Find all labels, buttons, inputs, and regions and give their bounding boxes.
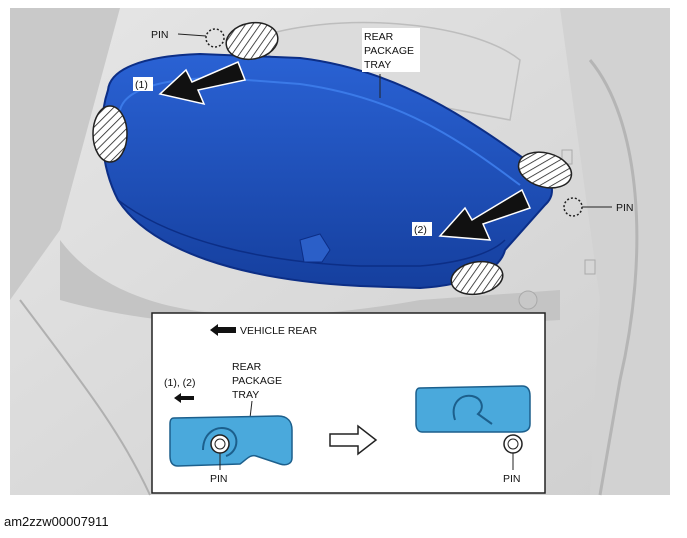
pin-inset-right [503,434,523,454]
step-1-label: (1) [135,79,148,91]
arrow-step-1 [158,61,247,106]
vehicle-rear-arrow-icon [210,324,236,336]
pin-inset-left [210,434,230,454]
pin-label-right: PIN [616,202,634,214]
hold-area-left [92,105,128,163]
hold-area-right [517,151,573,189]
inset-tray-label-line2: PACKAGE [232,375,282,387]
step-2-label: (2) [414,224,427,236]
steps-combined-label: (1), (2) [164,377,196,389]
pin-label-inset-left: PIN [210,473,228,485]
hold-area-top [225,21,279,61]
rear-package-tray [101,52,553,290]
pin-label-top: PIN [151,29,169,41]
inset-tray-label-line3: TRAY [232,389,259,401]
tray-bracket-after [415,385,531,433]
document-id: am2zzw00007911 [4,514,109,529]
transition-arrow-icon [329,424,378,456]
pin-label-inset-right: PIN [503,473,521,485]
inset-tray-label-line1: REAR [232,361,262,373]
hold-area-bottom [450,260,504,296]
pin-top-marker [205,28,225,48]
tray-label-line1: REAR [364,31,394,43]
tray-bracket-before [169,415,293,467]
direction-arrow-icon [174,393,194,403]
tray-label-line3: TRAY [364,59,391,71]
detail-inset: VEHICLE REAR (1), (2) REAR PACKAGE TRAY … [151,312,546,494]
tray-label-line2: PACKAGE [364,45,414,57]
vehicle-rear-label: VEHICLE REAR [240,325,317,337]
arrow-step-2 [438,188,532,241]
